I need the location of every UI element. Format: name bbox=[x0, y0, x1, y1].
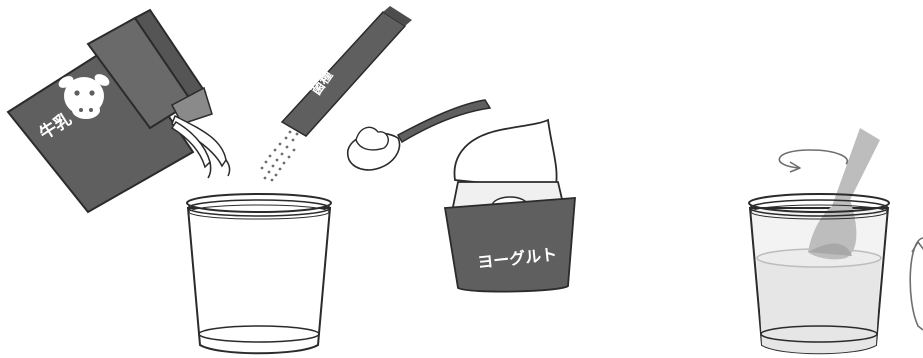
milk-carton: 牛乳 bbox=[8, 10, 212, 212]
empty-glass bbox=[187, 194, 331, 353]
stick-packet: 菌種 bbox=[282, 6, 412, 136]
powder-particles bbox=[261, 131, 299, 182]
stir-arrow-icon bbox=[779, 150, 847, 172]
rotate-arrow-icon bbox=[910, 238, 923, 330]
stirring-glass bbox=[749, 128, 889, 353]
yogurt-cup: ヨーグルト bbox=[445, 120, 575, 292]
